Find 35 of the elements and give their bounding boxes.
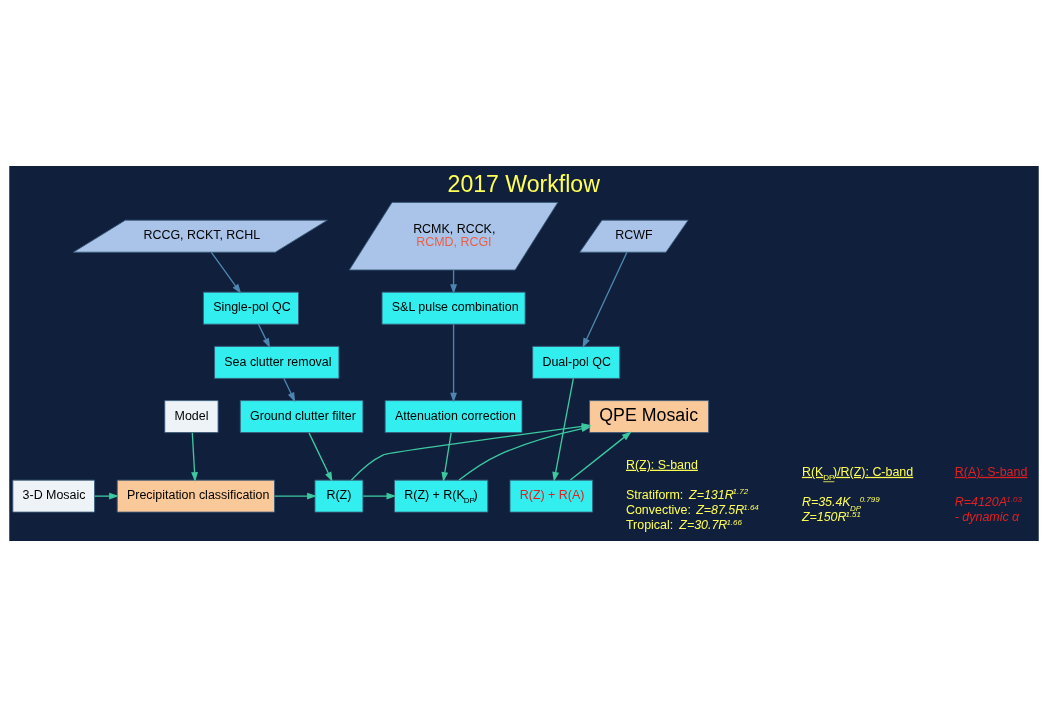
- node-box: Precipitation classification: [116, 479, 275, 513]
- node-box: Sea clutter removal: [214, 345, 340, 379]
- node-box: QPE Mosaic: [589, 399, 710, 433]
- arrow: [362, 492, 397, 500]
- node-box: 3-D Mosaic: [12, 479, 95, 513]
- label: R=4120A$^{1.03}$: [954, 494, 1022, 509]
- label: R(A): S-band: [954, 464, 1028, 479]
- arrow: [569, 430, 632, 481]
- arrow: [94, 492, 119, 500]
- label: Tropical: Z=30.7R$^{1.66}$: [625, 517, 742, 532]
- arrow: [308, 431, 333, 482]
- arrow: [274, 492, 317, 500]
- node-box: S&L pulse combination: [381, 291, 526, 325]
- node-box: Dual-pol QC: [532, 345, 621, 379]
- node-box: Ground clutter filter: [239, 399, 364, 433]
- arrow: [257, 323, 271, 348]
- node-box: R(Z) + R(K$_{DP}$): [394, 479, 489, 513]
- arrow: [210, 251, 242, 294]
- label: R(K$_{DP}$)/R(Z): C-band: [801, 464, 914, 482]
- label: - dynamic α: [954, 509, 1020, 524]
- arrow: [441, 431, 452, 482]
- arrow: [450, 323, 457, 402]
- label: Convective: Z=87.5R$^{1.64}$: [625, 502, 759, 517]
- node-box: R(Z): [314, 479, 364, 513]
- arrow: [191, 431, 198, 482]
- arrow: [283, 377, 296, 402]
- label: R(Z): S-band: [625, 457, 698, 472]
- arrow: [552, 377, 574, 482]
- node-box: Single-pol QC: [203, 291, 299, 325]
- diagram-title: 2017 Workflow: [447, 170, 600, 197]
- node-box: Model: [164, 399, 219, 433]
- arrow: [582, 251, 628, 348]
- label: Stratiform: Z=131R$^{1.72}$: [625, 486, 749, 502]
- node-box: R(Z) + R(A): [509, 479, 594, 513]
- node-box: Attenuation correction: [384, 399, 523, 433]
